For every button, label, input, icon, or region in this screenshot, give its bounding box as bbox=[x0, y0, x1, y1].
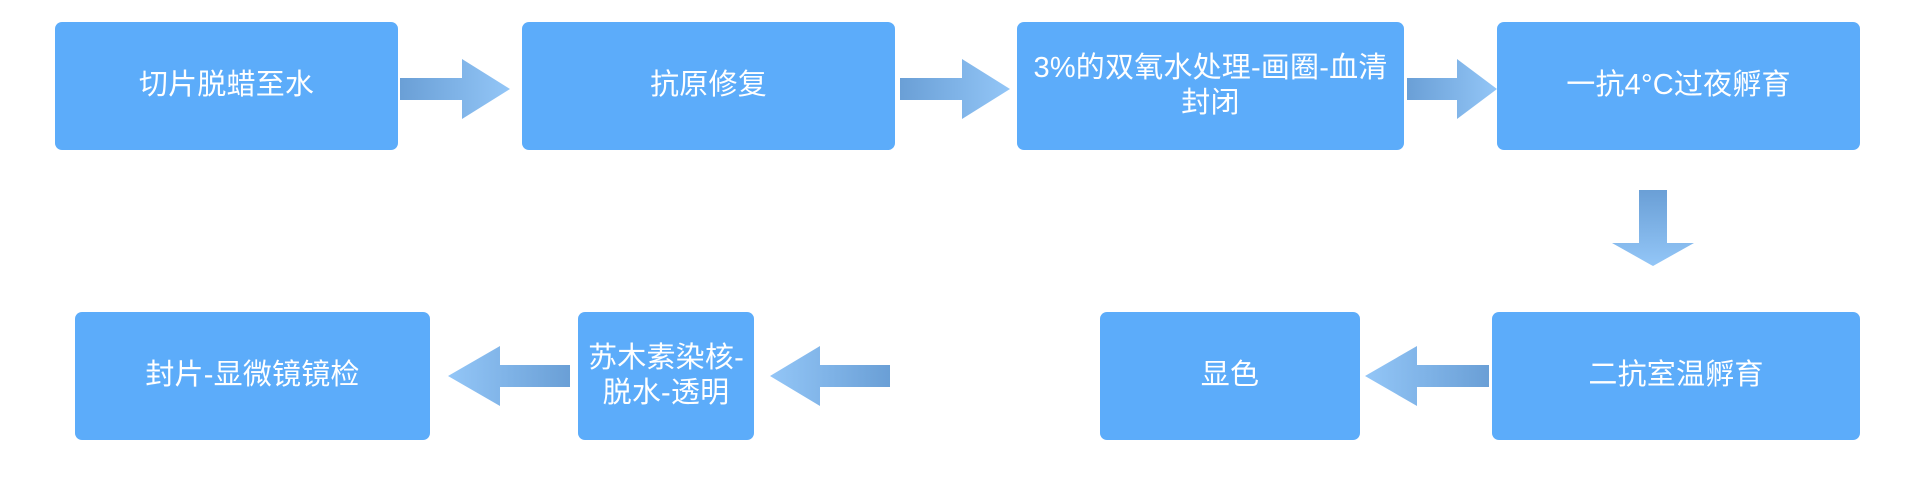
flow-arrow-left-1 bbox=[1365, 346, 1489, 406]
flow-node-8[interactable]: 封片-显微镜镜检 bbox=[75, 312, 430, 440]
flow-arrow-right-2 bbox=[900, 59, 1010, 119]
flow-node-3[interactable]: 3%的双氧水处理-画圈-血清封闭 bbox=[1017, 22, 1404, 150]
flow-node-3-label: 3%的双氧水处理-画圈-血清封闭 bbox=[1033, 51, 1388, 119]
flow-node-6-label: 显色 bbox=[1200, 359, 1260, 392]
flow-node-7-label: 苏木素染核-脱水-透明 bbox=[588, 341, 744, 409]
flow-arrow-right-1 bbox=[400, 59, 510, 119]
flow-node-4-label: 一抗4°C过夜孵育 bbox=[1566, 69, 1791, 102]
flow-node-6[interactable]: 显色 bbox=[1100, 312, 1360, 440]
flow-node-1-label: 切片脱蜡至水 bbox=[138, 69, 315, 102]
flow-arrow-left-3 bbox=[448, 346, 570, 406]
flow-arrow-down-1 bbox=[1612, 190, 1694, 266]
flow-node-1[interactable]: 切片脱蜡至水 bbox=[55, 22, 398, 150]
flow-node-7[interactable]: 苏木素染核-脱水-透明 bbox=[578, 312, 754, 440]
flow-node-2-label: 抗原修复 bbox=[650, 69, 767, 102]
flow-node-4[interactable]: 一抗4°C过夜孵育 bbox=[1497, 22, 1860, 150]
flow-node-8-label: 封片-显微镜镜检 bbox=[145, 359, 360, 392]
flow-node-5-label: 二抗室温孵育 bbox=[1588, 359, 1764, 392]
flow-node-2[interactable]: 抗原修复 bbox=[522, 22, 895, 150]
flow-node-5[interactable]: 二抗室温孵育 bbox=[1492, 312, 1860, 440]
flow-arrow-left-2 bbox=[770, 346, 890, 406]
flow-arrow-right-3 bbox=[1407, 59, 1497, 119]
